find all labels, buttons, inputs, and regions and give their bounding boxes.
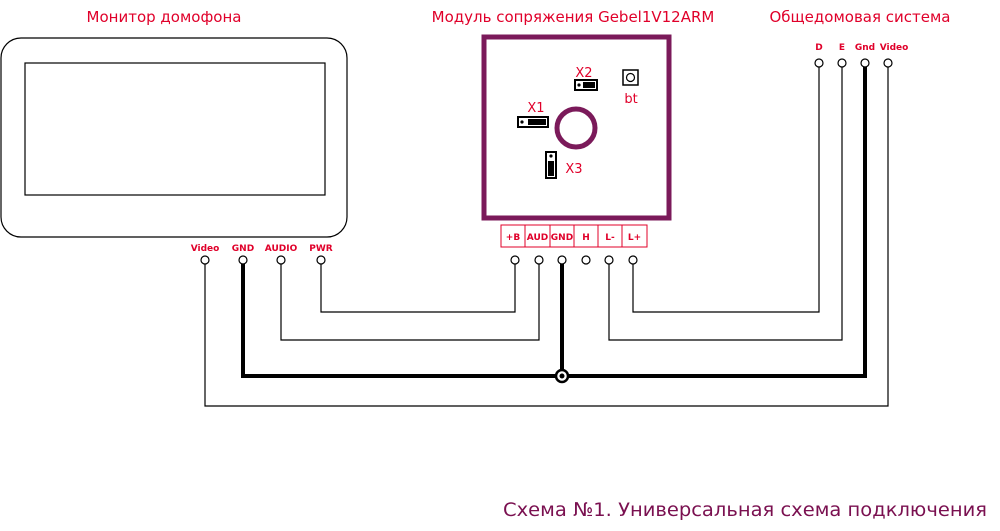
jumper-x1-label: X1: [527, 101, 544, 116]
building-pin-d-label: D: [815, 43, 822, 53]
building-pin-video-label: Video: [880, 43, 909, 53]
jumper-x3-cap: [548, 161, 554, 176]
bt-button-center: [625, 72, 636, 83]
wire-pwr: [320, 264, 516, 313]
jumper-x2-pin: [577, 83, 581, 87]
jumper-x2-label: X2: [575, 66, 592, 81]
wires: [204, 67, 889, 407]
monitor-pin-video-label: Video: [191, 244, 220, 254]
wire-gnd-bus: [241, 67, 867, 378]
wire-audio: [280, 264, 540, 341]
terminal-l-plus: [621, 224, 648, 248]
module-terminal-gnd: [557, 255, 567, 265]
terminal-l-minus-label: L-: [605, 233, 615, 243]
module-terminal-l-plus: [628, 255, 638, 265]
jumper-x1-pin: [520, 120, 524, 124]
terminal-l-plus-label: L+: [628, 233, 641, 243]
bt-label: bt: [624, 92, 637, 107]
building-terminal-e: [837, 58, 847, 68]
module-terminal-b: [510, 255, 520, 265]
building-terminal-video: [883, 58, 893, 68]
monitor-pin-gnd-label: GND: [232, 244, 254, 254]
monitor-terminal-audio: [276, 255, 286, 265]
gnd-junction-dot: [559, 373, 565, 379]
monitor-pin-audio-label: AUDIO: [265, 244, 298, 254]
monitor-screen: [24, 62, 326, 196]
monitor-terminal-pwr: [316, 255, 326, 265]
terminal-block: +B AUD GND H L- L+: [500, 224, 648, 248]
terminal-h-label: H: [582, 233, 590, 243]
terminal-aud-label: AUD: [527, 233, 548, 243]
building-terminal-gnd: [860, 58, 870, 68]
module-terminal-l-minus: [604, 255, 614, 265]
terminals: [200, 58, 893, 265]
building-terminal-d: [814, 58, 824, 68]
intercom-monitor: [0, 37, 348, 238]
monitor-terminal-video: [200, 255, 210, 265]
buzzer: [554, 106, 598, 150]
monitor-terminal-gnd: [238, 255, 248, 265]
monitor-pin-pwr-label: PWR: [309, 244, 333, 254]
building-pin-e-label: E: [839, 43, 845, 53]
jumper-x3-label: X3: [565, 162, 582, 177]
monitor-title: Монитор домофона: [87, 8, 242, 26]
module-terminal-aud: [534, 255, 544, 265]
wire-l-plus: [632, 67, 820, 313]
module-title: Модуль сопряжения Gebel1V12ARM: [432, 8, 715, 26]
jumper-x2-cap: [583, 82, 595, 88]
terminal-gnd-label: GND: [551, 233, 573, 243]
jumper-x3-pin: [549, 154, 553, 158]
scheme-caption: Схема №1. Универсальная схема подключени…: [503, 499, 987, 521]
wire-video: [204, 67, 889, 407]
jumper-x1-cap: [528, 119, 546, 125]
module-terminal-h: [581, 255, 591, 265]
building-pin-gnd-label: Gnd: [855, 43, 875, 53]
terminal-b-label: +B: [506, 233, 521, 243]
wire-l-minus: [608, 67, 843, 341]
interface-module: X2 bt X1 X3 +B AUD GND H: [481, 34, 672, 248]
building-system-title: Общедомовая система: [770, 8, 951, 26]
